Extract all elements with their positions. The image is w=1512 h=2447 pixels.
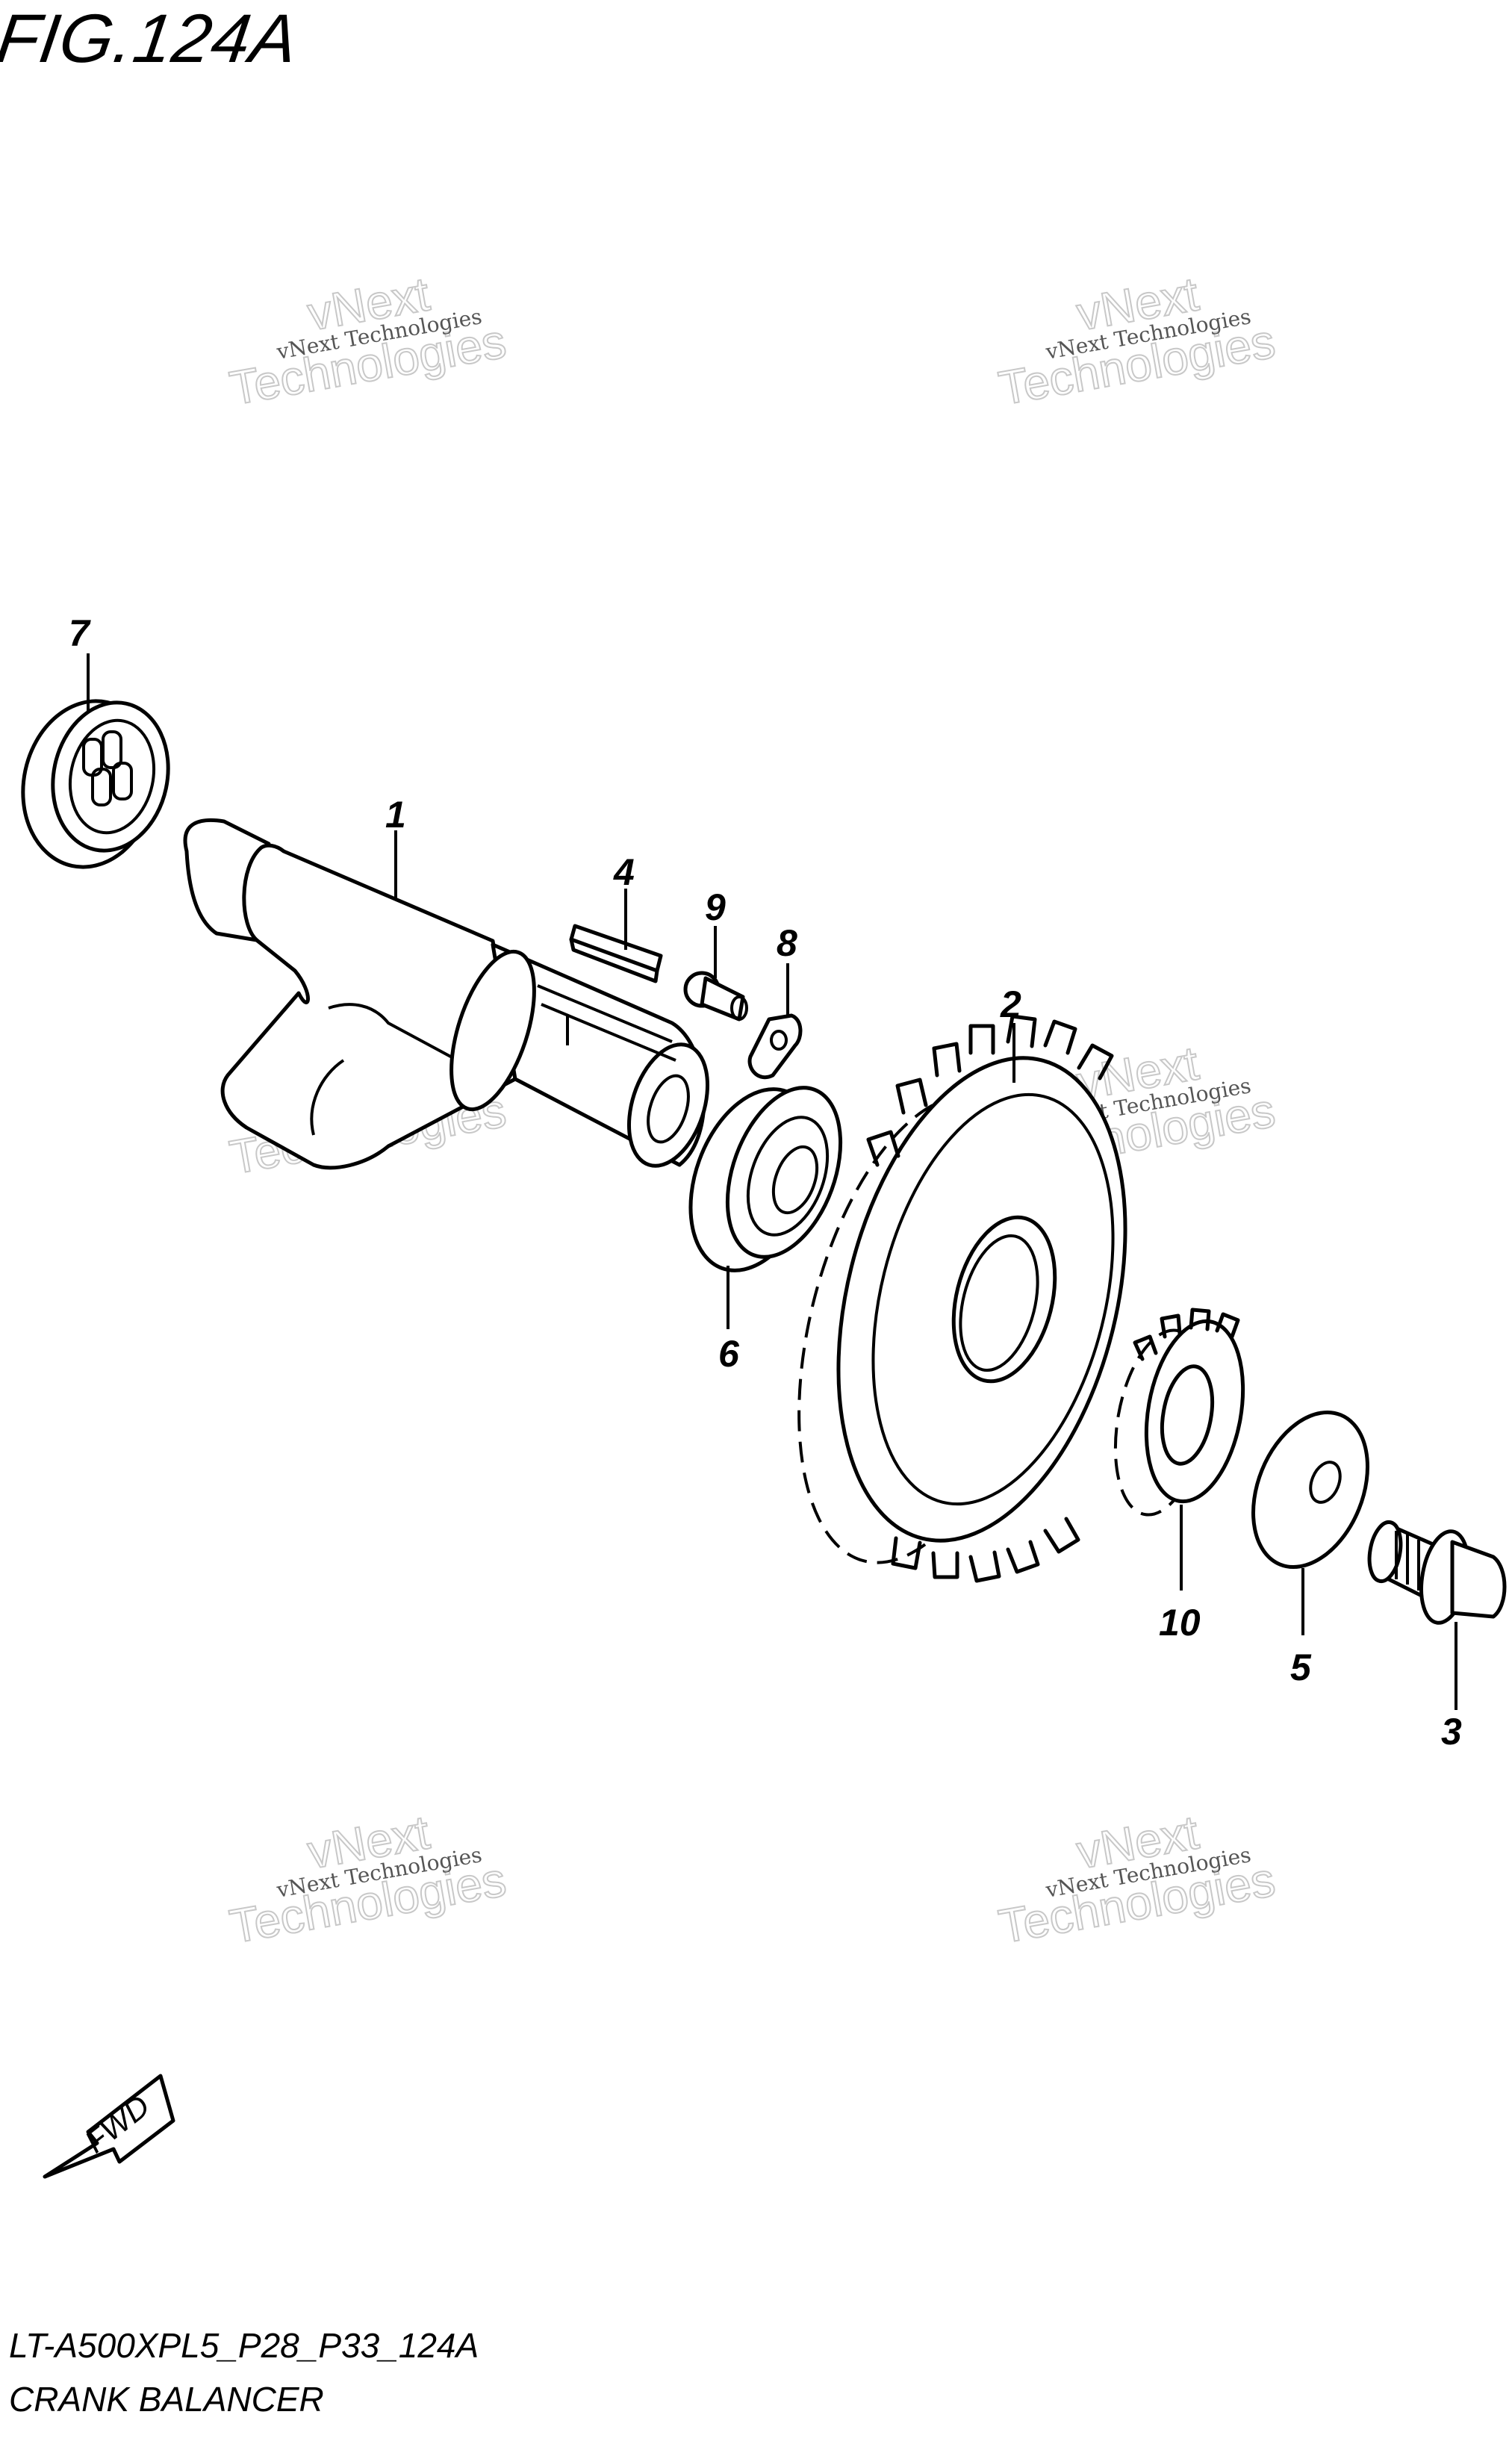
part-4-key	[569, 924, 663, 983]
leader-lines	[87, 653, 1457, 1710]
watermark-bottom-right: vNext Technologies vNext Technologies	[994, 1804, 1279, 1954]
callout-10: 10	[1159, 1602, 1201, 1644]
callout-8: 8	[777, 922, 797, 964]
model-code: LT-A500XPL5_P28_P33_124A	[9, 2326, 479, 2365]
part-8-washer	[747, 1013, 803, 1079]
callout-9: 9	[705, 886, 726, 928]
callout-7: 7	[69, 612, 91, 654]
watermark-top-right: vNext Technologies vNext Technologies	[994, 266, 1279, 416]
part-7-needle-bearing	[21, 699, 170, 869]
part-1-balancer-shaft	[183, 818, 710, 1170]
part-5-washer	[1251, 1410, 1369, 1570]
callout-4: 4	[613, 851, 635, 893]
part-9-bolt	[683, 971, 748, 1022]
part-2-balancer-driven-gear	[797, 1014, 1127, 1583]
callout-1: 1	[385, 794, 406, 836]
callout-6: 6	[718, 1333, 740, 1375]
part-6-ball-bearing	[688, 1086, 843, 1272]
part-10-small-gear	[1113, 1308, 1245, 1517]
callout-3: 3	[1441, 1711, 1462, 1753]
section-name: CRANK BALANCER	[9, 2380, 324, 2419]
part-3-flange-bolt	[1367, 1520, 1507, 1625]
watermark-bottom-left: vNext Technologies vNext Technologies	[225, 1804, 510, 1954]
callout-5: 5	[1290, 1647, 1312, 1688]
watermark-top-left: vNext Technologies vNext Technologies	[225, 266, 510, 416]
fwd-direction-arrow: FWD	[43, 2074, 175, 2179]
callout-2: 2	[1000, 983, 1021, 1025]
